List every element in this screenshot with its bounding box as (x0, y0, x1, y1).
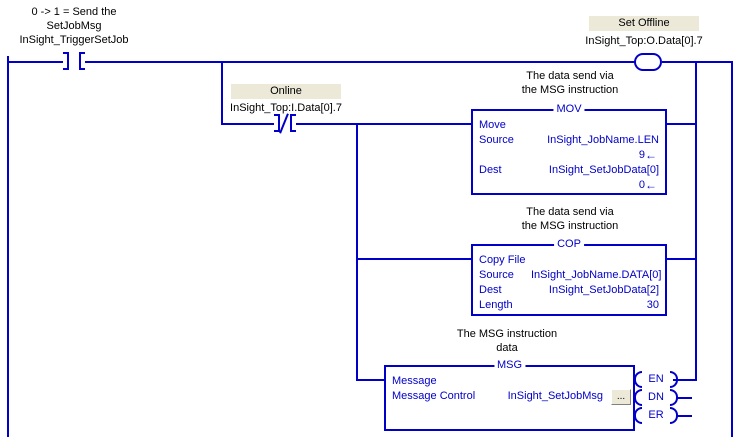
contact-xic-trigger[interactable] (61, 52, 87, 70)
contact-tip (274, 114, 279, 116)
arrow-left-icon: ← (645, 178, 657, 192)
msg-terminal-en-label: EN (648, 373, 664, 385)
mov-dest-data: 0 (638, 179, 645, 191)
cop-length-value[interactable]: 30 (646, 299, 659, 311)
msg-comment: The MSG instruction data (456, 328, 558, 354)
msg-terminal-er: ER (634, 407, 678, 424)
msg-er-stub-wire (676, 415, 692, 417)
mov-source-key: Source (479, 134, 514, 146)
msg-input-wire (356, 379, 384, 381)
cop-output-wire (665, 258, 697, 260)
mov-block-title: MOV (553, 103, 585, 115)
mov-row-source[interactable]: Source InSight_JobName.LEN (479, 133, 659, 148)
msg-control-value[interactable]: InSight_SetJobMsg (507, 390, 603, 402)
contact-bar-left (67, 52, 69, 70)
msg-terminal-en: EN (634, 371, 678, 388)
branch-online-wire-right (296, 123, 358, 125)
contact-bar-left (278, 114, 280, 132)
contact-tip (291, 130, 296, 132)
cop-input-wire (356, 258, 473, 260)
msg-dn-stub-wire (676, 397, 692, 399)
terminal-left-arc (634, 407, 642, 424)
msg-name-label: Message (392, 375, 437, 387)
mov-name-label: Move (479, 119, 506, 131)
cop-source-value[interactable]: InSight_JobName.DATA[0] (531, 269, 662, 281)
contact-tip (291, 114, 296, 116)
contact-tip (63, 68, 68, 70)
cop-dest-key: Dest (479, 284, 502, 296)
cop-row-name: Copy File (479, 253, 659, 268)
cop-block-rows: Copy File Source InSight_JobName.DATA[0]… (473, 253, 665, 313)
msg-terminal-dn-label: DN (648, 391, 664, 403)
mov-dest-value[interactable]: InSight_SetJobData[0] (548, 164, 659, 176)
trigger-comment: 0 -> 1 = Send the SetJobMsg (31, 6, 117, 32)
contact-tip (80, 52, 85, 54)
branch-inner-left-vertical (356, 123, 358, 380)
contact-bar-right (79, 52, 81, 70)
contact-tip (63, 52, 68, 54)
coil-ote-set-offline[interactable] (634, 53, 662, 71)
main-rung-wire-mid (85, 61, 636, 63)
msg-block-title: MSG (493, 359, 526, 371)
contact-tip (80, 68, 85, 70)
left-power-rail (7, 56, 9, 437)
cop-row-dest[interactable]: Dest InSight_SetJobData[2] (479, 283, 659, 298)
mov-output-wire (665, 123, 697, 125)
mov-comment: The data send via the MSG instruction (521, 70, 619, 96)
msg-row-control[interactable]: Message Control InSight_SetJobMsg (392, 389, 627, 404)
arrow-left-icon: ← (645, 148, 657, 162)
main-rung-wire-left (7, 61, 63, 63)
mov-source-value[interactable]: InSight_JobName.LEN (547, 134, 659, 146)
main-rung-wire-right (662, 61, 733, 63)
contact-bar-right (290, 114, 292, 132)
msg-terminal-dn: DN (634, 389, 678, 406)
branch-online-wire-left (221, 123, 274, 125)
terminal-left-arc (634, 371, 642, 388)
contact-tip (274, 130, 279, 132)
online-tag-label: InSight_Top:I.Data[0].7 (230, 102, 342, 114)
cop-length-key: Length (479, 299, 513, 311)
mov-row-source-data: 9 ← (479, 148, 659, 163)
cop-name-label: Copy File (479, 254, 526, 266)
msg-row-name: Message (392, 374, 627, 389)
branch-inner-right-vertical (695, 61, 697, 380)
contact-xio-online[interactable] (272, 113, 298, 134)
cop-row-length[interactable]: Length 30 (479, 298, 659, 313)
online-label: Online (231, 84, 341, 99)
branch-left-vertical (221, 61, 223, 124)
terminal-left-arc (634, 389, 642, 406)
mov-input-wire (356, 123, 473, 125)
cop-source-key: Source (479, 269, 514, 281)
instruction-block-msg[interactable]: MSG Message Message Control InSight_SetJ… (384, 359, 635, 431)
cop-block-title: COP (554, 238, 584, 250)
msg-browse-button[interactable]: ... (611, 389, 631, 405)
mov-block-rows: Move Source InSight_JobName.LEN 9 ← Dest… (473, 118, 665, 193)
trigger-tag-label: InSight_TriggerSetJob (19, 34, 129, 46)
msg-en-wire (673, 379, 697, 381)
right-power-rail (731, 62, 733, 437)
coil-right-arc (648, 53, 662, 71)
mov-source-data: 9 (638, 149, 645, 161)
msg-block-rows: Message Message Control InSight_SetJobMs… (386, 374, 633, 404)
contact-slash (279, 113, 289, 134)
instruction-block-mov[interactable]: MOV Move Source InSight_JobName.LEN 9 ← … (471, 103, 667, 195)
cop-dest-value[interactable]: InSight_SetJobData[2] (548, 284, 659, 296)
mov-row-dest[interactable]: Dest InSight_SetJobData[0] (479, 163, 659, 178)
mov-row-name: Move (479, 118, 659, 133)
mov-row-dest-data: 0 ← (479, 178, 659, 193)
instruction-block-cop[interactable]: COP Copy File Source InSight_JobName.DAT… (471, 238, 667, 316)
set-offline-label: Set Offline (589, 16, 699, 31)
cop-row-source[interactable]: Source InSight_JobName.DATA[0] (479, 268, 662, 283)
cop-comment: The data send via the MSG instruction (521, 206, 619, 232)
set-offline-tag-label: InSight_Top:O.Data[0].7 (585, 35, 703, 47)
mov-dest-key: Dest (479, 164, 502, 176)
msg-terminal-er-label: ER (648, 409, 664, 421)
msg-control-key: Message Control (392, 390, 476, 402)
coil-left-arc (634, 53, 648, 71)
